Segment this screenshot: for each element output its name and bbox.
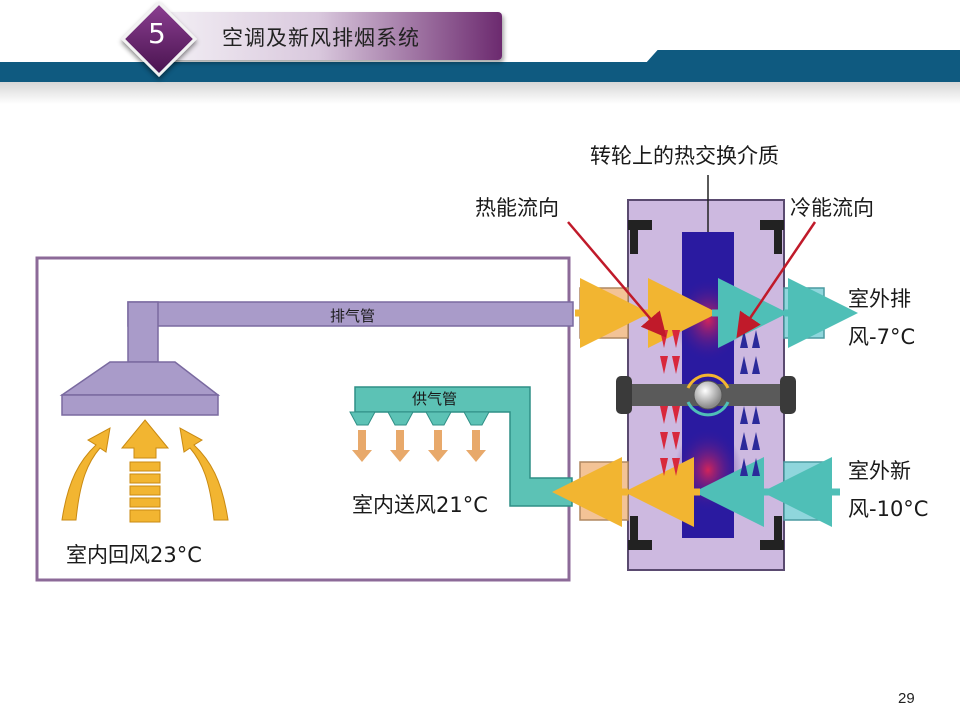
wheel-hot-zone-top [674,278,742,362]
label-heat-flow: 热能流向 [475,196,559,220]
housing-flanges [628,220,784,550]
label-outdoor-exhaust-1: 室外排 [848,287,911,311]
supply-diffusers [349,411,490,426]
label-cold-flow: 冷能流向 [790,196,874,220]
page-number: 29 [898,690,915,707]
label-outdoor-exhaust-2: 风-7°C [848,325,915,349]
label-exhaust-pipe: 排气管 [330,307,375,325]
rotation-indicator [686,373,730,389]
cold-label-pointer [736,221,817,339]
range-hood-base [61,394,219,416]
axle-cap-left [616,376,632,414]
hood-neck [127,301,159,363]
label-indoor-supply: 室内送风21°C [352,493,488,517]
header-shadow [0,78,960,104]
label-outdoor-fresh-2: 风-10°C [848,497,928,521]
slide-title: 空调及新风排烟系统 [222,26,420,50]
label-outdoor-fresh-1: 室外新 [848,459,911,483]
header-bar [0,62,960,82]
label-medium: 转轮上的热交换介质 [590,144,779,168]
axle-cap-right [780,376,796,414]
label-supply-pipe: 供气管 [412,390,457,408]
return-arrow-right [179,427,229,521]
return-arrow-center [120,419,170,523]
header-accent [645,50,960,64]
return-arrow-left [61,427,111,521]
wheel-hub [693,380,723,410]
wheel-hot-zone-bottom [674,428,742,512]
label-indoor-return: 室内回风23°C [66,543,202,567]
section-number: 5 [148,17,166,50]
heat-label-pointer [567,221,667,338]
supply-down-arrows [352,430,486,462]
cold-flow-arrows [740,330,760,476]
title-banner [168,12,502,60]
